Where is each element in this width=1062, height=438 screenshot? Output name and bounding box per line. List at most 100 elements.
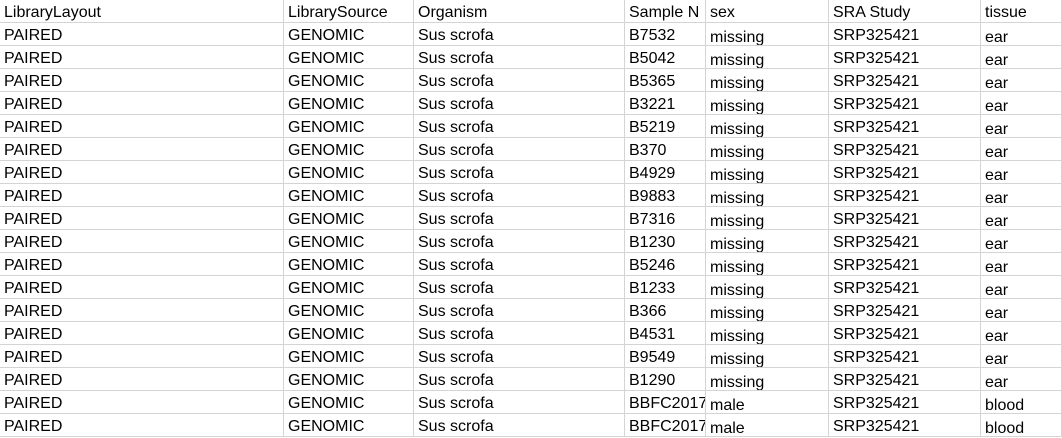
column-header-sra-study[interactable]: SRA Study [829,0,981,23]
cell-sample-name[interactable]: B5219 [625,115,706,138]
column-header-library-source[interactable]: LibrarySource [284,0,414,23]
cell-library-source[interactable]: GENOMIC [284,69,414,92]
cell-organism[interactable]: Sus scrofa [414,230,625,253]
column-header-tissue[interactable]: tissue [981,0,1062,23]
cell-organism[interactable]: Sus scrofa [414,345,625,368]
cell-library-layout[interactable]: PAIRED [0,391,284,414]
cell-sra-study[interactable]: SRP325421 [829,184,981,207]
cell-organism[interactable]: Sus scrofa [414,138,625,161]
cell-organism[interactable]: Sus scrofa [414,23,625,46]
cell-tissue[interactable]: ear [981,253,1062,276]
cell-sra-study[interactable]: SRP325421 [829,368,981,391]
cell-library-source[interactable]: GENOMIC [284,184,414,207]
cell-library-layout[interactable]: PAIRED [0,161,284,184]
cell-library-layout[interactable]: PAIRED [0,46,284,69]
cell-tissue[interactable]: ear [981,161,1062,184]
cell-sra-study[interactable]: SRP325421 [829,253,981,276]
cell-sample-name[interactable]: B7532 [625,23,706,46]
cell-library-source[interactable]: GENOMIC [284,391,414,414]
cell-tissue[interactable]: ear [981,46,1062,69]
column-header-organism[interactable]: Organism [414,0,625,23]
cell-library-source[interactable]: GENOMIC [284,276,414,299]
cell-library-layout[interactable]: PAIRED [0,253,284,276]
cell-organism[interactable]: Sus scrofa [414,322,625,345]
cell-sample-name[interactable]: B4531 [625,322,706,345]
cell-sra-study[interactable]: SRP325421 [829,207,981,230]
cell-tissue[interactable]: ear [981,299,1062,322]
cell-sra-study[interactable]: SRP325421 [829,414,981,437]
cell-sra-study[interactable]: SRP325421 [829,345,981,368]
cell-sample-name[interactable]: B1233 [625,276,706,299]
cell-organism[interactable]: Sus scrofa [414,253,625,276]
cell-library-layout[interactable]: PAIRED [0,322,284,345]
cell-sex[interactable]: missing [706,322,829,345]
cell-tissue[interactable]: ear [981,184,1062,207]
cell-sra-study[interactable]: SRP325421 [829,138,981,161]
cell-sex[interactable]: missing [706,69,829,92]
cell-library-source[interactable]: GENOMIC [284,368,414,391]
cell-organism[interactable]: Sus scrofa [414,391,625,414]
cell-library-source[interactable]: GENOMIC [284,322,414,345]
cell-library-source[interactable]: GENOMIC [284,414,414,437]
cell-library-source[interactable]: GENOMIC [284,230,414,253]
cell-library-layout[interactable]: PAIRED [0,345,284,368]
cell-library-layout[interactable]: PAIRED [0,276,284,299]
cell-library-layout[interactable]: PAIRED [0,115,284,138]
cell-sra-study[interactable]: SRP325421 [829,23,981,46]
cell-tissue[interactable]: ear [981,207,1062,230]
cell-sample-name[interactable]: B366 [625,299,706,322]
cell-organism[interactable]: Sus scrofa [414,69,625,92]
cell-sex[interactable]: missing [706,161,829,184]
cell-sra-study[interactable]: SRP325421 [829,391,981,414]
cell-sra-study[interactable]: SRP325421 [829,46,981,69]
cell-library-layout[interactable]: PAIRED [0,23,284,46]
cell-library-source[interactable]: GENOMIC [284,161,414,184]
cell-sra-study[interactable]: SRP325421 [829,230,981,253]
column-header-sex[interactable]: sex [706,0,829,23]
cell-tissue[interactable]: ear [981,368,1062,391]
cell-sex[interactable]: male [706,391,829,414]
cell-sex[interactable]: missing [706,253,829,276]
cell-library-layout[interactable]: PAIRED [0,368,284,391]
cell-organism[interactable]: Sus scrofa [414,184,625,207]
cell-sample-name[interactable]: B9549 [625,345,706,368]
cell-sra-study[interactable]: SRP325421 [829,299,981,322]
cell-sex[interactable]: male [706,414,829,437]
cell-sample-name[interactable]: B4929 [625,161,706,184]
cell-library-layout[interactable]: PAIRED [0,92,284,115]
cell-sra-study[interactable]: SRP325421 [829,69,981,92]
cell-library-source[interactable]: GENOMIC [284,115,414,138]
cell-tissue[interactable]: ear [981,138,1062,161]
cell-library-layout[interactable]: PAIRED [0,69,284,92]
cell-tissue[interactable]: ear [981,230,1062,253]
cell-sample-name[interactable]: BBFC2017 [625,391,706,414]
cell-sample-name[interactable]: B5042 [625,46,706,69]
cell-library-layout[interactable]: PAIRED [0,230,284,253]
cell-sex[interactable]: missing [706,207,829,230]
cell-library-layout[interactable]: PAIRED [0,207,284,230]
cell-sex[interactable]: missing [706,46,829,69]
cell-organism[interactable]: Sus scrofa [414,368,625,391]
cell-sex[interactable]: missing [706,138,829,161]
cell-organism[interactable]: Sus scrofa [414,161,625,184]
cell-tissue[interactable]: ear [981,276,1062,299]
cell-sra-study[interactable]: SRP325421 [829,322,981,345]
cell-organism[interactable]: Sus scrofa [414,276,625,299]
cell-library-source[interactable]: GENOMIC [284,207,414,230]
cell-sra-study[interactable]: SRP325421 [829,276,981,299]
cell-sex[interactable]: missing [706,230,829,253]
column-header-library-layout[interactable]: LibraryLayout [0,0,284,23]
cell-sample-name[interactable]: B5365 [625,69,706,92]
cell-library-layout[interactable]: PAIRED [0,184,284,207]
cell-library-layout[interactable]: PAIRED [0,414,284,437]
cell-sample-name[interactable]: B5246 [625,253,706,276]
cell-library-source[interactable]: GENOMIC [284,253,414,276]
cell-sample-name[interactable]: B370 [625,138,706,161]
cell-tissue[interactable]: ear [981,115,1062,138]
cell-library-source[interactable]: GENOMIC [284,46,414,69]
cell-sex[interactable]: missing [706,92,829,115]
cell-sex[interactable]: missing [706,345,829,368]
cell-tissue[interactable]: blood [981,391,1062,414]
cell-tissue[interactable]: blood [981,414,1062,437]
cell-sra-study[interactable]: SRP325421 [829,161,981,184]
